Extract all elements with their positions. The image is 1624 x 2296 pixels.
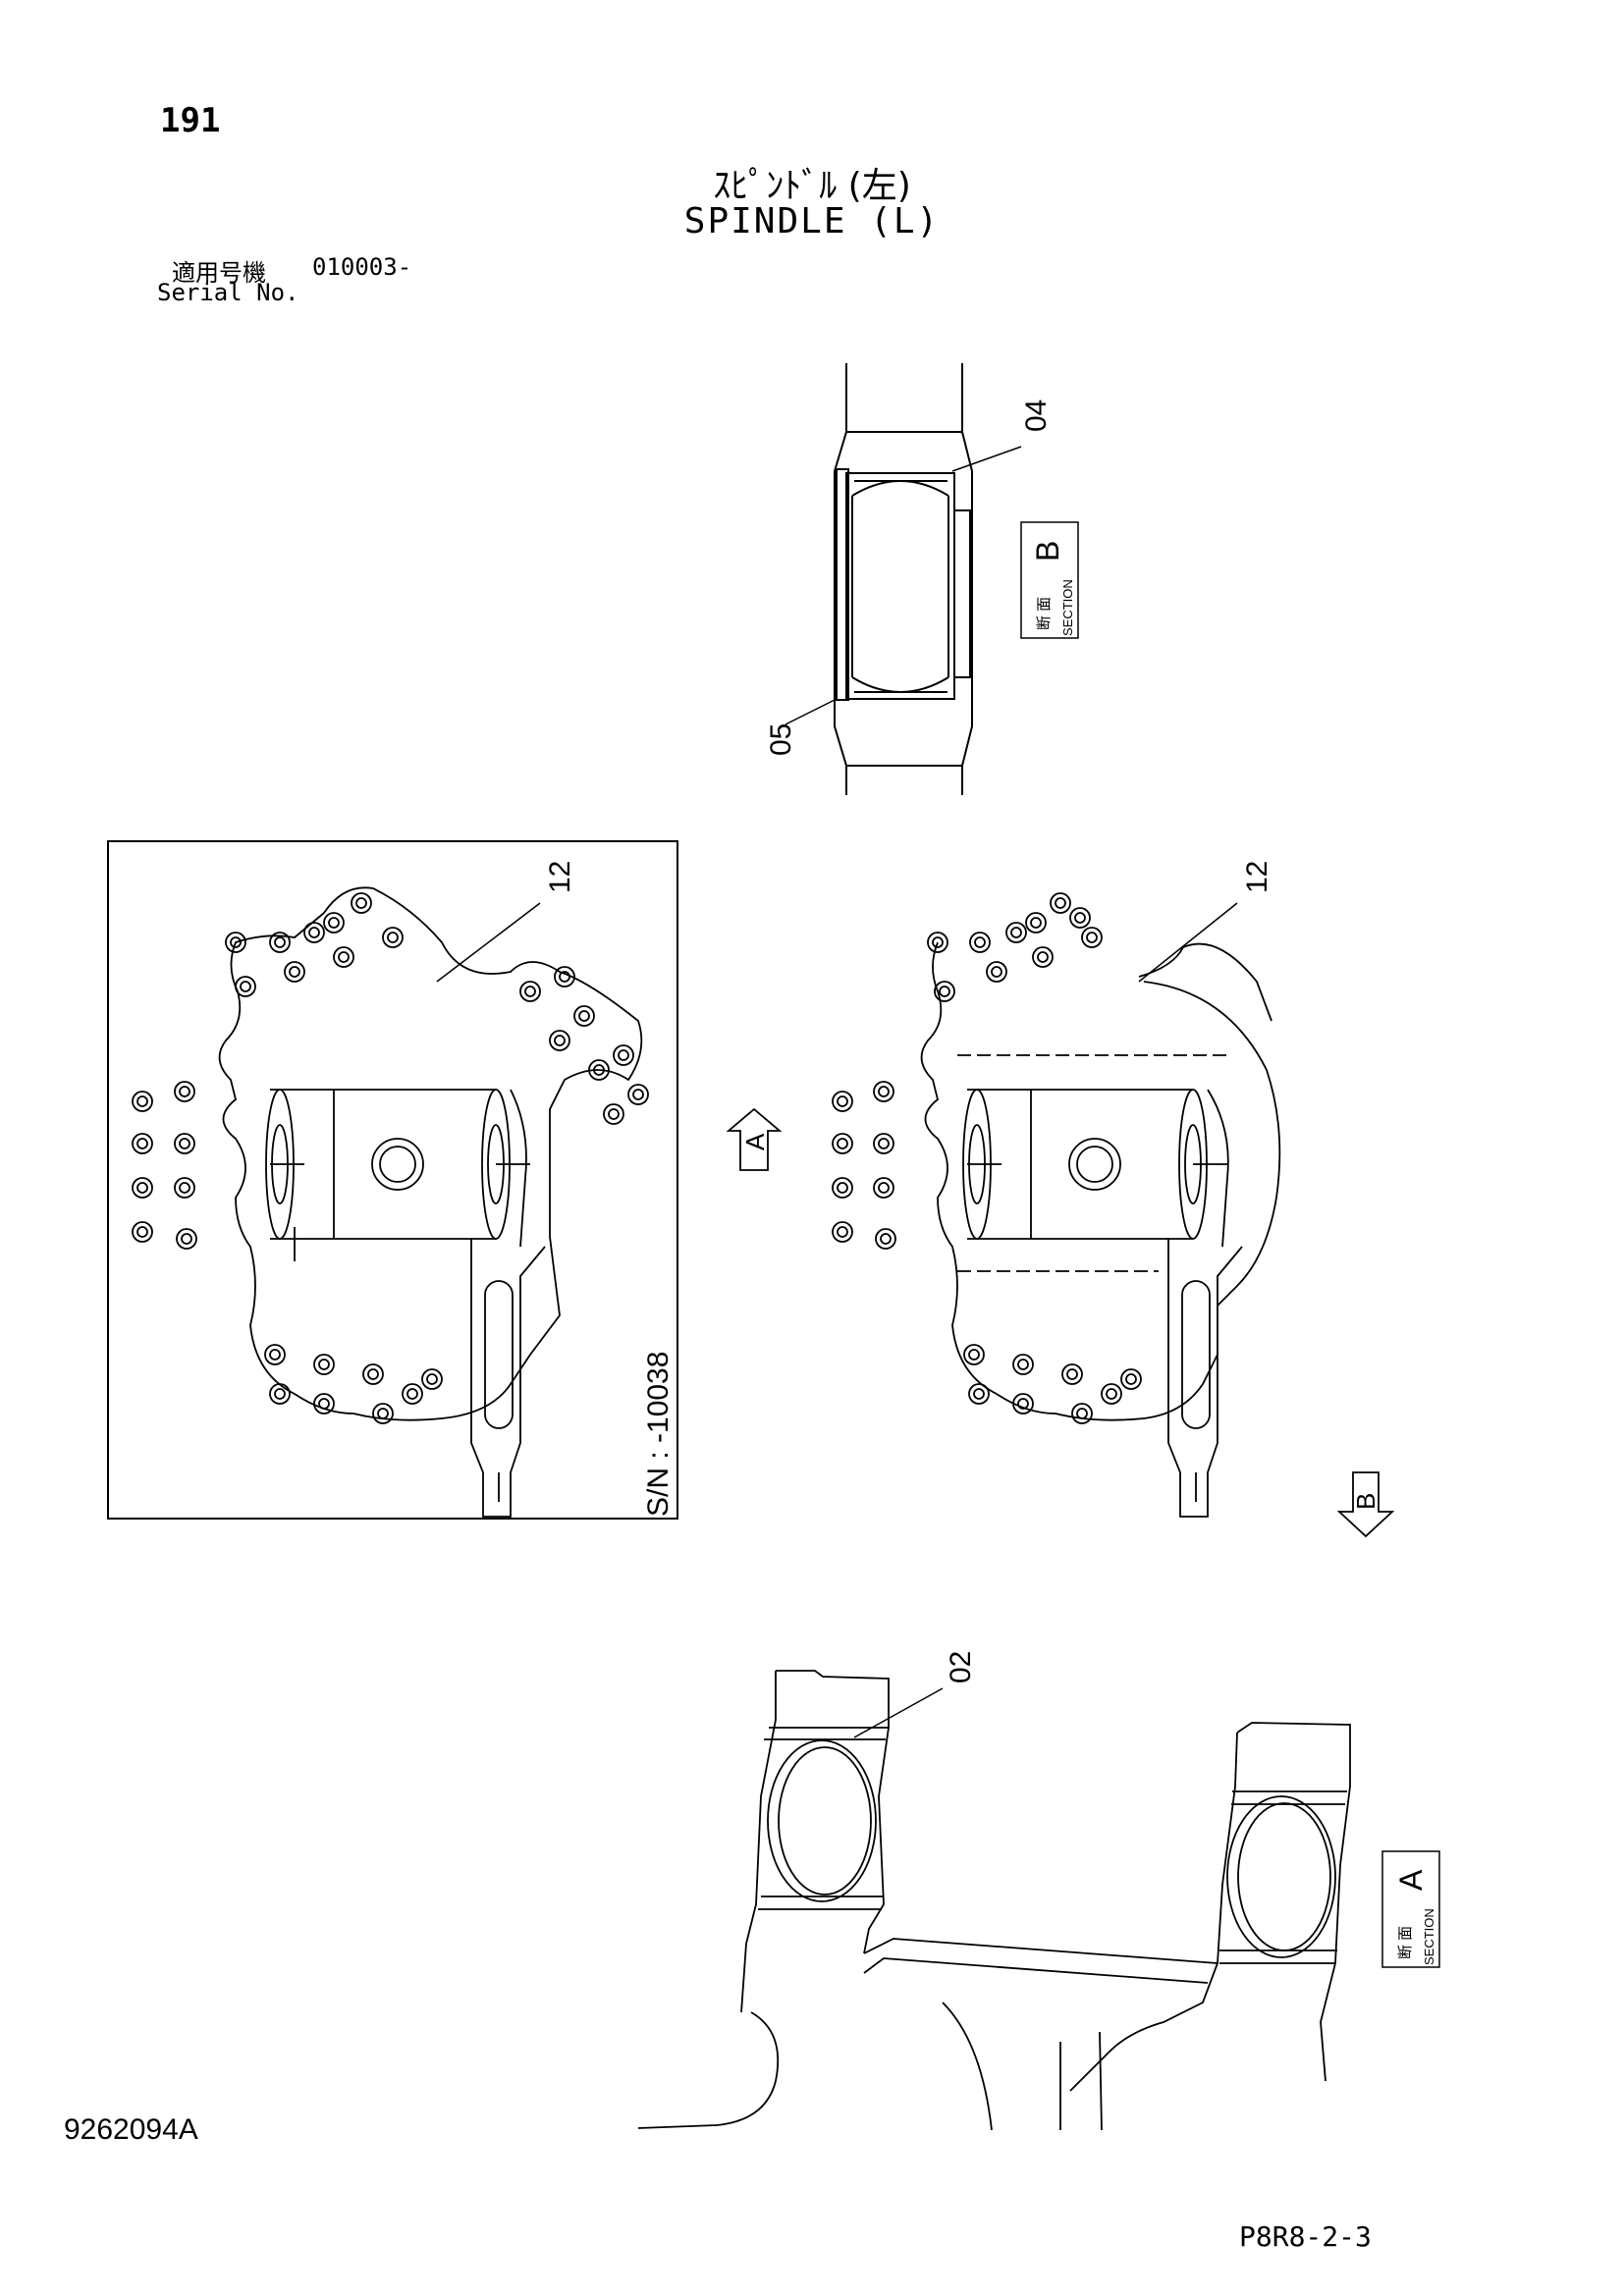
serial-label-japanese: 適用号機 [172,259,266,287]
page-number: 191 [160,101,221,140]
section-a-label: A 断 面 SECTION [1381,1850,1440,1968]
view-a-letter: A [740,1133,770,1150]
serial-label-english: Serial No. [157,279,299,306]
serial-number-value: 010003- [312,253,412,281]
main-spindle-view [832,892,1281,1518]
document-id: 9262094A [64,2113,198,2146]
inset-spindle-view [132,886,649,1518]
inset-serial-note: S/N : -10038 [642,1352,675,1517]
section-b-kanji: 断 面 [1036,597,1053,630]
section-a-view [637,1670,1351,2131]
section-a-letter: A [1393,1869,1429,1891]
section-b-label: B 断 面 SECTION [1020,521,1079,639]
callout-02: 02 [945,1651,977,1683]
section-a-word: SECTION [1422,1908,1436,1965]
section-b-letter: B [1030,541,1065,561]
page-code: P8R8-2-3 [1239,2220,1372,2253]
section-b-view [785,363,1022,795]
title-english: SPINDLE (L) [683,201,941,241]
view-a-arrow [726,1107,783,1171]
section-a-kanji: 断 面 [1397,1926,1414,1959]
title-japanese: ｽﾋﾟﾝﾄﾞﾙ (左) [713,166,911,206]
view-b-letter: B [1351,1493,1380,1510]
view-b-arrow [1336,1471,1395,1538]
callout-04: 04 [1020,400,1053,432]
callout-12-inset: 12 [544,861,576,893]
inset-frame [107,840,678,1520]
callout-12-main: 12 [1241,861,1273,893]
callout-05: 05 [765,723,797,756]
section-b-word: SECTION [1060,579,1075,636]
